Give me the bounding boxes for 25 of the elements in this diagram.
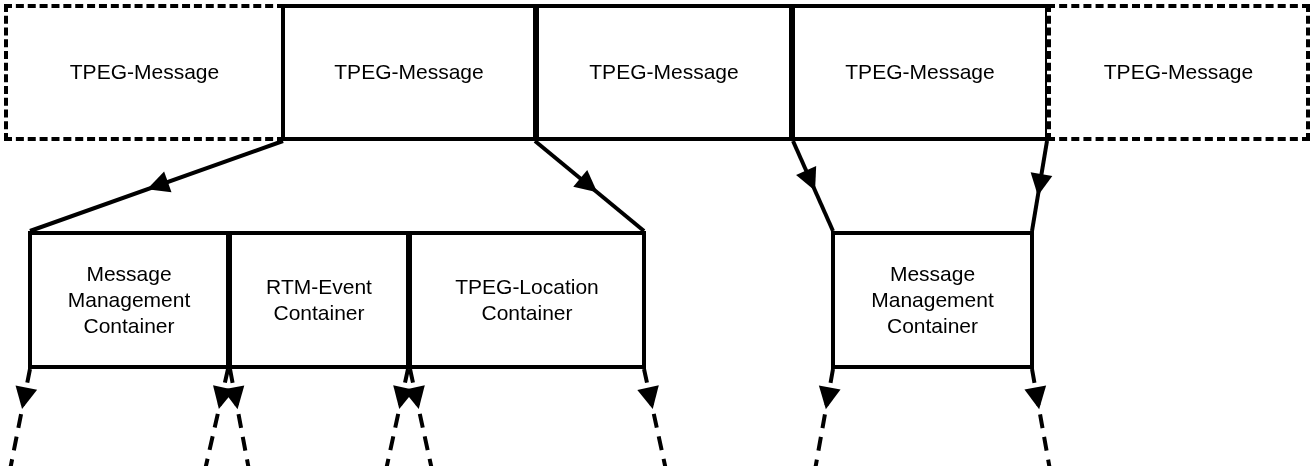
box-label: TPEG-Location Container	[454, 273, 600, 326]
arrow	[533, 139, 646, 233]
box-label: TPEG-Message	[589, 59, 739, 86]
box-label: TPEG-Message	[69, 59, 220, 86]
box-label: TPEG-Message	[845, 59, 995, 86]
box-label: Message Management Container	[66, 260, 192, 340]
box-label: RTM-Event Container	[265, 273, 373, 326]
box-label: TPEG-Message	[334, 59, 484, 86]
arrow	[29, 139, 284, 233]
container-box	[28, 231, 230, 369]
arrow	[637, 368, 668, 466]
arrow	[791, 140, 835, 232]
arrow	[813, 368, 841, 466]
container-box	[831, 231, 1034, 369]
arrow	[1024, 368, 1052, 466]
message-box	[281, 4, 537, 141]
box-label: TPEG-Message	[1103, 59, 1254, 86]
message-box	[791, 4, 1049, 141]
arrow	[1030, 140, 1053, 232]
message-box	[535, 4, 793, 141]
container-box	[408, 231, 646, 369]
container-box	[228, 231, 410, 369]
box-label: Message Management Container	[870, 260, 995, 340]
message-box	[1047, 4, 1310, 141]
arrow	[8, 368, 38, 466]
